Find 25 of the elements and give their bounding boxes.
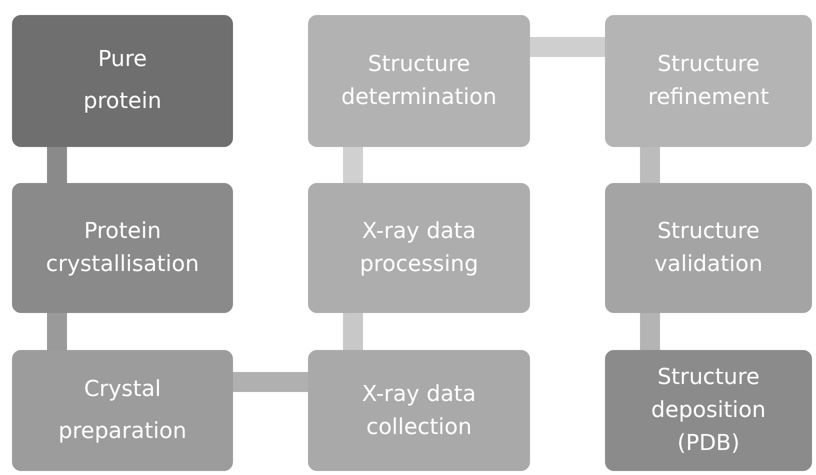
step-label: Pure protein	[82, 46, 163, 116]
process-box	[12, 15, 233, 147]
process-box	[308, 15, 530, 147]
step-label: Crystal preparation	[57, 376, 188, 446]
connector-bar	[233, 372, 308, 392]
connector-bar	[640, 147, 660, 183]
step-label: Protein crystallisation	[44, 218, 200, 279]
process-box	[605, 350, 812, 471]
step-label: Structure validation	[653, 218, 764, 279]
step-label: Structure refinement	[647, 51, 770, 112]
connector-bar	[47, 147, 67, 183]
step-label: X-ray data collection	[360, 380, 477, 442]
process-box	[12, 350, 233, 471]
connector-bar	[530, 37, 605, 57]
process-box	[12, 183, 233, 313]
connector-bar	[47, 313, 67, 350]
connector-bar	[343, 147, 363, 183]
process-box	[605, 15, 812, 147]
step-label: Structure deposition (PDB)	[650, 364, 767, 458]
process-box	[605, 183, 812, 313]
process-box	[308, 183, 530, 313]
process-box	[308, 350, 530, 471]
connector-bar	[343, 313, 363, 350]
step-label: Structure determination	[340, 51, 498, 112]
step-label: X-ray data processing	[358, 218, 480, 279]
